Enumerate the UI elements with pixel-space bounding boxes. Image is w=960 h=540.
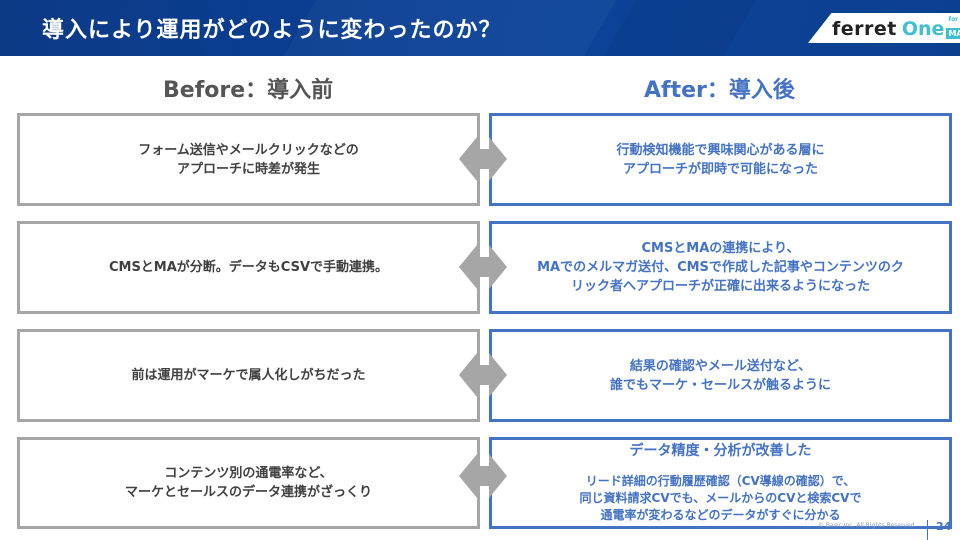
after-box-2: CMSとMAの連携により、 MAでのメルマガ送付、CMSで作成した記事やコンテン… xyxy=(489,221,952,314)
ferret-one-logo: ferret One for MA xyxy=(832,14,960,42)
slide-title: 導入により運用がどのように変わったのか？ xyxy=(42,18,502,43)
footer-divider xyxy=(927,520,928,540)
after-text-line: 誰でもマーケ・セールスが触るように xyxy=(609,377,831,393)
page-number: 24 xyxy=(936,520,952,533)
double-arrow-icon xyxy=(459,245,507,289)
before-text-line: フォーム送信やメールクリックなどの xyxy=(138,142,359,158)
after-text-line: 結果の確認やメール送付など、 xyxy=(629,358,812,374)
before-text-line: 前は運用がマーケで属人化しがちだった xyxy=(131,368,366,383)
double-arrow-icon xyxy=(459,353,507,397)
slide-header: 導入により運用がどのように変わったのか？ ferret One for MA xyxy=(0,0,960,56)
after-box-3: 結果の確認やメール送付など、 誰でもマーケ・セールスが触るように xyxy=(489,329,952,422)
logo-brand-accent: One xyxy=(901,18,945,40)
after-text-line: リック者へアプローチが正確に出来るようになった xyxy=(570,279,870,294)
double-arrow-icon xyxy=(459,454,507,498)
after-text-line: アプローチが即時で可能になった xyxy=(622,161,818,177)
after-text-line: MAでのメルマガ送付、CMSで作成した記事やコンテンツのク xyxy=(537,260,904,275)
before-box-2: CMSとMAが分断。データもCSVで手動連携。 xyxy=(17,221,480,314)
after-box-heading: データ精度・分析が改善した xyxy=(629,443,812,459)
before-text-line: CMSとMAが分断。データもCSVで手動連携。 xyxy=(108,260,389,275)
before-box-1: フォーム送信やメールクリックなどの アプローチに時差が発生 xyxy=(17,113,480,206)
logo-for-label: for xyxy=(948,16,959,23)
before-text-line: コンテンツ別の通電率など、 xyxy=(164,466,333,481)
before-text-line: アプローチに時差が発生 xyxy=(176,161,320,177)
header-decoration xyxy=(603,0,757,56)
before-text-line: マーケとセールスのデータ連携がざっくり xyxy=(124,485,372,500)
after-text-line: CMSとMAの連携により、 xyxy=(641,241,800,256)
after-heading: After：導入後 xyxy=(644,78,795,103)
after-text-line: 行動検知機能で興味関心がある層に xyxy=(616,142,825,158)
copyright-text: © Basic Inc. All Rights Reserved. xyxy=(818,522,917,529)
before-box-3: 前は運用がマーケで属人化しがちだった xyxy=(17,329,480,422)
before-heading: Before：導入前 xyxy=(163,78,334,103)
after-text-line: リード詳細の行動履歴確認（CV導線の確認）で、 xyxy=(585,474,856,488)
before-box-4: コンテンツ別の通電率など、 マーケとセールスのデータ連携がざっくり xyxy=(17,437,480,529)
double-arrow-icon xyxy=(459,137,507,181)
after-box-1: 行動検知機能で興味関心がある層に アプローチが即時で可能になった xyxy=(489,113,952,206)
logo-brand-main: ferret xyxy=(832,18,897,40)
after-box-4: データ精度・分析が改善した リード詳細の行動履歴確認（CV導線の確認）で、 同じ… xyxy=(489,437,952,529)
logo-ma-mark: for MA xyxy=(946,16,960,42)
logo-ma-badge: MA xyxy=(946,28,960,39)
after-text-line: 同じ資料請求CVでも、メールからのCVと検索CVで xyxy=(579,491,862,505)
after-text-line: 通電率が変わるなどのデータがすぐに分かる xyxy=(600,508,841,522)
